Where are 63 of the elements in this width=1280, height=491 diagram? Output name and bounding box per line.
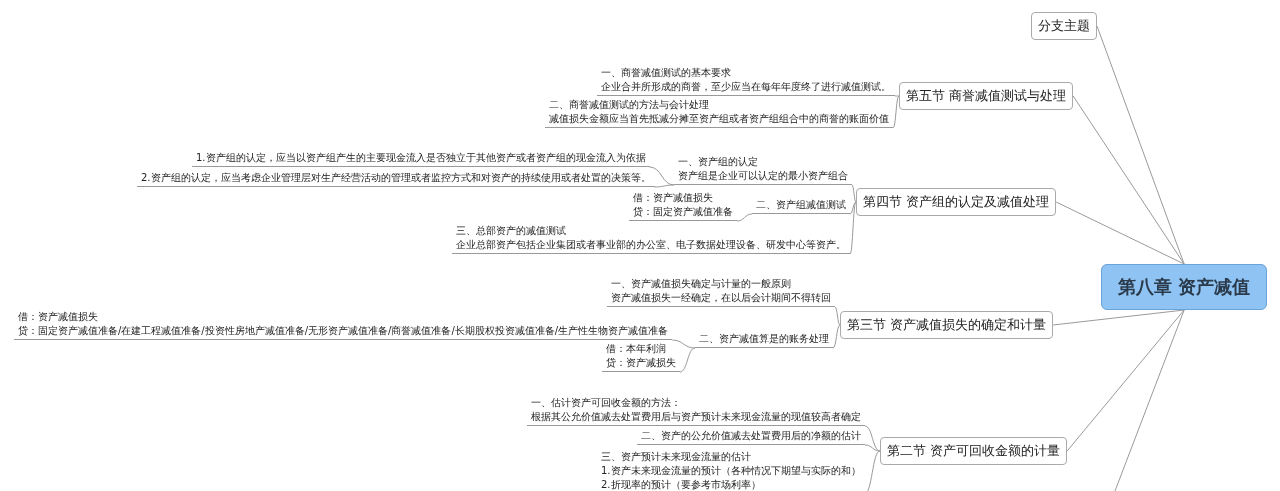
subtopic-line: 二、商誉减值测试的方法与会计处理 (549, 98, 710, 112)
subtopic-line: 1.资产未来现金流量的预计（各种情况下期望与实际的和） (601, 464, 861, 478)
connector-line (1066, 309, 1185, 452)
section-topic-box: 第四节 资产组的认定及减值处理 (856, 188, 1057, 216)
subtopic-line: 一、资产减值损失确定与计量的一般原则 (611, 277, 792, 291)
connector-line (849, 201, 857, 215)
connector-line (1055, 201, 1185, 265)
subtopic-line: 企业合并所形成的商誉，至少应当在每年年度终了进行减值测试。 (601, 80, 891, 94)
subtopic-line: 资产组是企业可以认定的最小资产组合 (678, 169, 848, 183)
subtopic-line: 企业总部资产包括企业集团或者事业部的办公室、电子数据处理设备、研发中心等资产。 (456, 238, 846, 252)
subtopic-line: 借：资产减值损失 (633, 191, 714, 205)
subtopic-text (602, 342, 680, 372)
subtopic-text (752, 198, 850, 214)
subtopic-line: 根据其公允价值减去处置费用后与资产预计未来现金流量的现值较高者确定 (531, 410, 861, 424)
subtopic-text (629, 191, 737, 221)
subtopic-text (452, 224, 850, 254)
subtopic-text (597, 66, 895, 96)
subtopic-line: 一、商誉减值测试的基本要求 (601, 66, 732, 80)
subtopic-line: 2.折现率的预计（要参考市场利率） (601, 478, 762, 491)
subtopic-line: 2.资产组的认定，应当考虑企业管理层对生产经营活动的管理或者监控方式和对资产的持续使用或者处置的决策等。 (141, 171, 651, 185)
subtopic-line: 二、资产组减值测试 (756, 198, 846, 212)
connector-line (892, 95, 900, 129)
section-topic-box: 第二节 资产可回收金额的计量 (880, 437, 1068, 465)
subtopic-text (695, 332, 833, 348)
connector-line (894, 95, 900, 97)
subtopic-line: 三、总部资产的减值测试 (456, 224, 567, 238)
connector-line (864, 425, 881, 452)
subtopic-text (527, 396, 865, 426)
connector-line (834, 306, 841, 326)
section-topic-box: 第三节 资产减值损失的确定和计量 (840, 311, 1054, 339)
subtopic-line: 借：本年利润 (606, 342, 667, 356)
section-topic-box: 第五节 商誉减值测试与处理 (899, 82, 1074, 110)
subtopic-text (637, 429, 865, 445)
central-topic-box: 第八章 资产减值 (1101, 264, 1268, 310)
subtopic-text (14, 310, 673, 340)
subtopic-text (607, 277, 835, 307)
connector-line (849, 201, 857, 255)
subtopic-text (545, 98, 893, 128)
subtopic-text (674, 155, 852, 185)
connector-line (851, 184, 857, 203)
subtopic-line: 借：资产减值损失 (18, 310, 99, 324)
subtopic-line: 二、资产的公允价值减去处置费用后的净额的估计 (641, 429, 861, 443)
connector-line (736, 213, 753, 222)
connector-line (864, 444, 881, 452)
connector-line (671, 339, 696, 349)
subtopic-line: 一、资产组的认定 (678, 155, 759, 169)
subtopic-line: 资产减值损失一经确定，在以后会计期间不得转回 (611, 291, 831, 305)
connector-line (1096, 25, 1185, 265)
section-topic-box: 分支主题 (1031, 12, 1097, 40)
subtopic-line: 减值损失金额应当首先抵减分摊至资产组或者资产组组合中的商誉的账面价值 (549, 112, 889, 126)
subtopic-line: 贷：资产减损失 (606, 356, 676, 370)
subtopic-line: 1.资产组的认定，应当以资产组产生的主要现金流入是否独立于其他资产或者资产组的现金流入为依据 (196, 151, 646, 165)
connector-line (832, 324, 841, 349)
subtopic-line: 一、估计资产可回收金额的方法： (531, 396, 682, 410)
connector-line (1072, 95, 1185, 265)
connector-line (864, 450, 881, 491)
subtopic-line: 二、资产减值算是的账务处理 (699, 332, 829, 346)
subtopic-line: 贷：固定资产减值准备 (633, 205, 733, 219)
connector-line (654, 184, 675, 188)
subtopic-line: 贷：固定资产减值准备/在建工程减值准备/投资性房地产减值准备/无形资产减值准备/商誉减值准备/长期股权投资减值准备/生产性生物资产减值准备 (18, 324, 669, 338)
connector-line (679, 347, 696, 373)
connector-line (1114, 309, 1185, 491)
subtopic-line: 三、资产预计未来现金流量的估计 (601, 450, 752, 464)
